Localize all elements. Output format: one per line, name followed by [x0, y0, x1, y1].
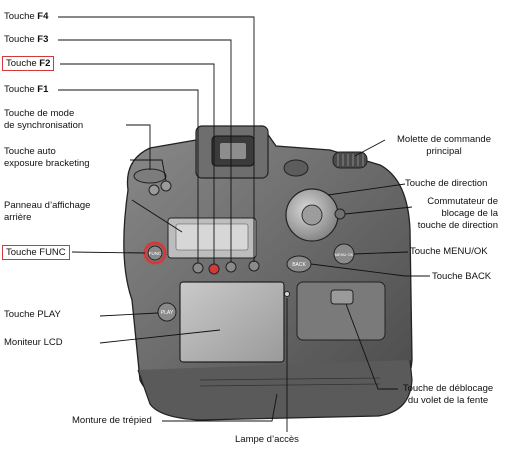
lcd-monitor	[179, 281, 285, 363]
play-button	[157, 302, 177, 322]
label-f1: Touche F1	[4, 84, 49, 95]
slot-release-button	[330, 289, 354, 305]
play-button-mark: PLAY	[161, 310, 174, 316]
vertical-grip	[137, 359, 413, 421]
label-tripod-mount: Monture de trépied	[72, 415, 152, 426]
callout-lines	[58, 16, 430, 432]
label-f3: Touche F3	[4, 34, 49, 45]
label-access-lamp: Lampe d’accès	[235, 434, 299, 445]
label-lcd-monitor: Moniteur LCD	[4, 337, 63, 348]
card-slot-cover	[296, 281, 386, 341]
label-back: Touche BACK	[432, 271, 492, 282]
back-button-mark: BACK	[292, 262, 306, 268]
label-direction-key: Touche de direction	[405, 178, 488, 189]
direction-lock-switch	[334, 208, 346, 220]
mode-dial	[133, 168, 167, 184]
func-button-mark: FUNC	[149, 251, 162, 256]
label-f2: Touche F2	[2, 56, 55, 71]
label-menu-ok: Touche MENU/OK	[410, 246, 488, 257]
f1-button	[192, 262, 204, 274]
access-lamp	[284, 291, 290, 297]
label-play: Touche PLAY	[4, 309, 61, 320]
f2-button	[208, 263, 220, 275]
f4-button	[248, 260, 260, 272]
label-f4: Touche F4	[4, 11, 49, 22]
main-command-dial	[332, 151, 368, 169]
menu-ok-button-mark: MENU OK	[335, 252, 354, 257]
f3-button	[225, 261, 237, 273]
label-func: Touche FUNC	[2, 245, 70, 260]
